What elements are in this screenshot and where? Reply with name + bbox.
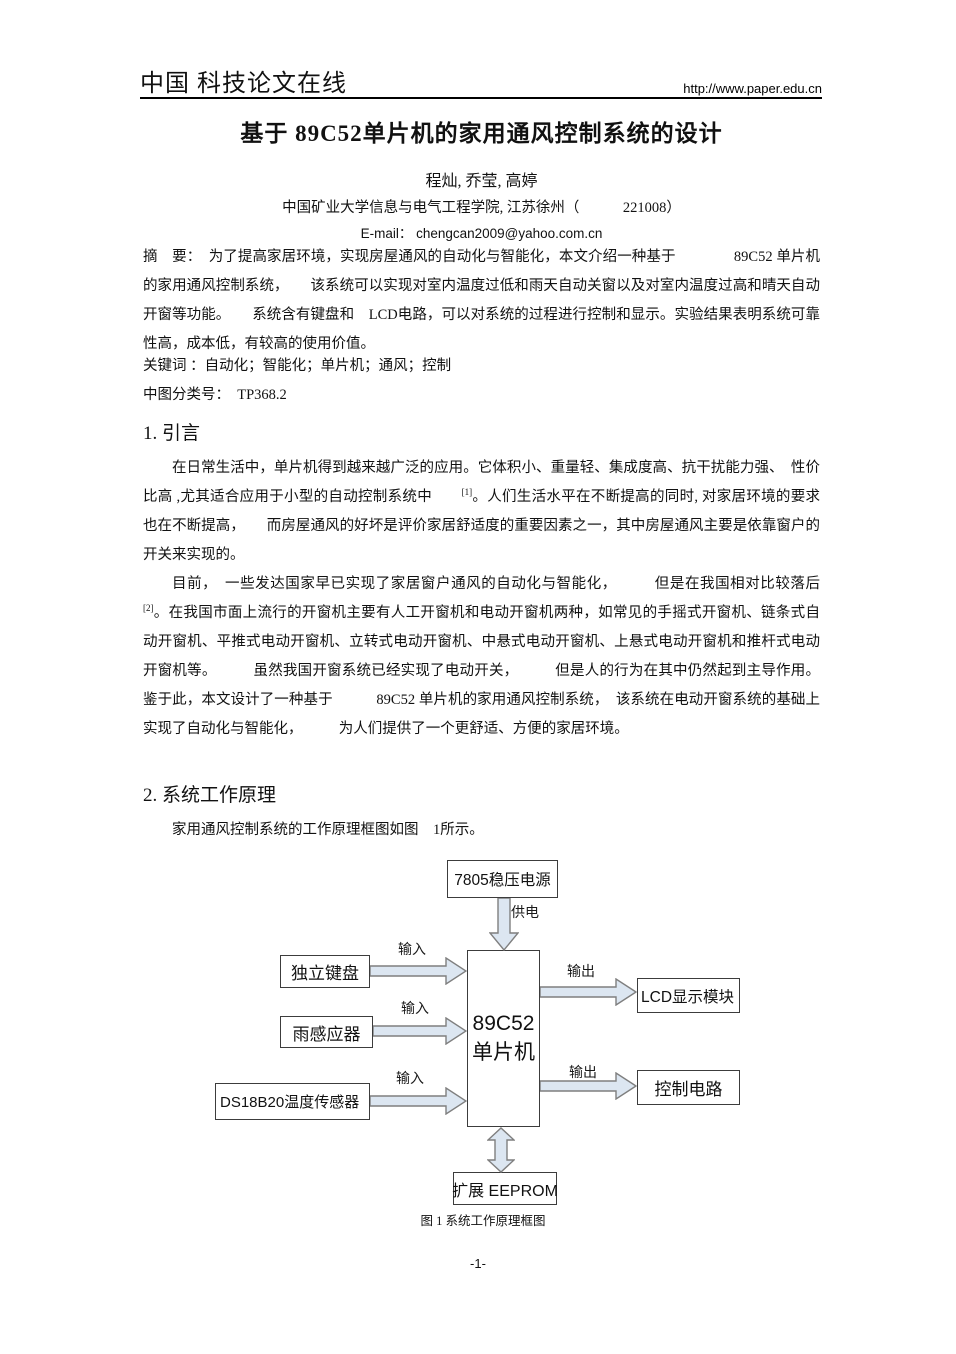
site-logo-text: 中国 科技论文在线 — [140, 71, 347, 97]
classification-line: 中图分类号： TP368.2 — [143, 387, 287, 403]
label-supply: 供电 — [511, 904, 539, 920]
keywords-line: 关键词 ：自动化；智能化；单片机；通风；控制 — [143, 358, 452, 374]
intro-paragraph-1: 在日常生活中，单片机得到越来越广泛的应用。它体积小、重量轻、集成度高、抗干扰能力… — [143, 460, 821, 563]
section-heading-principle: 2. 系统工作原理 — [143, 785, 277, 806]
control-output-arrow-icon — [540, 1072, 637, 1100]
lcd-output-arrow-icon — [540, 978, 637, 1006]
affiliation-line: 中国矿业大学信息与电气工程学院, 江苏徐州（ 221008） — [282, 200, 681, 216]
label-output-control: 输出 — [569, 1064, 597, 1080]
label-input-keyboard: 输入 — [398, 941, 426, 957]
email-line: E-mail： chengcan2009@yahoo.com.cn — [360, 226, 603, 241]
block-eeprom: 扩展 EEPROM — [452, 1172, 558, 1205]
page-number: -1- — [470, 1256, 486, 1271]
block-power-supply: 7805稳压电源 — [447, 860, 558, 898]
section-heading-introduction: 1. 引言 — [143, 423, 201, 444]
rain-input-arrow-icon — [373, 1017, 467, 1045]
block-temperature-sensor: DS18B20温度传感器 — [215, 1083, 370, 1120]
mcu-label-type: 单片机 — [472, 1040, 535, 1064]
paper-title: 基于 89C52单片机的家用通风控制系统的设计 — [240, 121, 723, 146]
site-url-link[interactable]: http://www.paper.edu.cn — [683, 81, 822, 96]
authors-line: 程灿, 乔莹, 高婷 — [425, 173, 538, 190]
power-supply-down-arrow-icon — [489, 898, 519, 951]
eeprom-bidirectional-arrow-icon — [487, 1127, 515, 1173]
principle-paragraph: 家用通风控制系统的工作原理框图如图 1所示。 — [172, 822, 484, 838]
header-divider — [140, 97, 822, 99]
mcu-label-model: 89C52 — [472, 1012, 535, 1036]
block-keyboard: 独立键盘 — [280, 955, 370, 988]
label-output-lcd: 输出 — [567, 963, 595, 979]
intro-paragraph-2: 目前， 一些发达国家早已实现了家居窗户通风的自动化与智能化， 但是在我国相对比较… — [143, 576, 820, 737]
label-input-temp: 输入 — [396, 1070, 424, 1086]
block-control-circuit: 控制电路 — [637, 1070, 740, 1105]
figure-caption: 图 1 系统工作原理框图 — [420, 1214, 546, 1228]
block-rain-sensor: 雨感应器 — [280, 1016, 373, 1048]
page-header: 中国 科技论文在线 http://www.paper.edu.cn — [140, 64, 822, 96]
block-mcu: 89C52 单片机 — [467, 950, 540, 1127]
keyboard-input-arrow-icon — [370, 957, 467, 985]
temp-input-arrow-icon — [370, 1087, 467, 1115]
abstract-paragraph: 摘 要： 为了提高家居环境，实现房屋通风的自动化与智能化，本文介绍一种基于 89… — [143, 249, 820, 352]
block-lcd-module: LCD显示模块 — [637, 978, 740, 1013]
label-input-rain: 输入 — [401, 1000, 429, 1016]
figure-block-diagram: 7805稳压电源 独立键盘 雨感应器 DS18B20温度传感器 89C52 单片… — [143, 855, 820, 1240]
